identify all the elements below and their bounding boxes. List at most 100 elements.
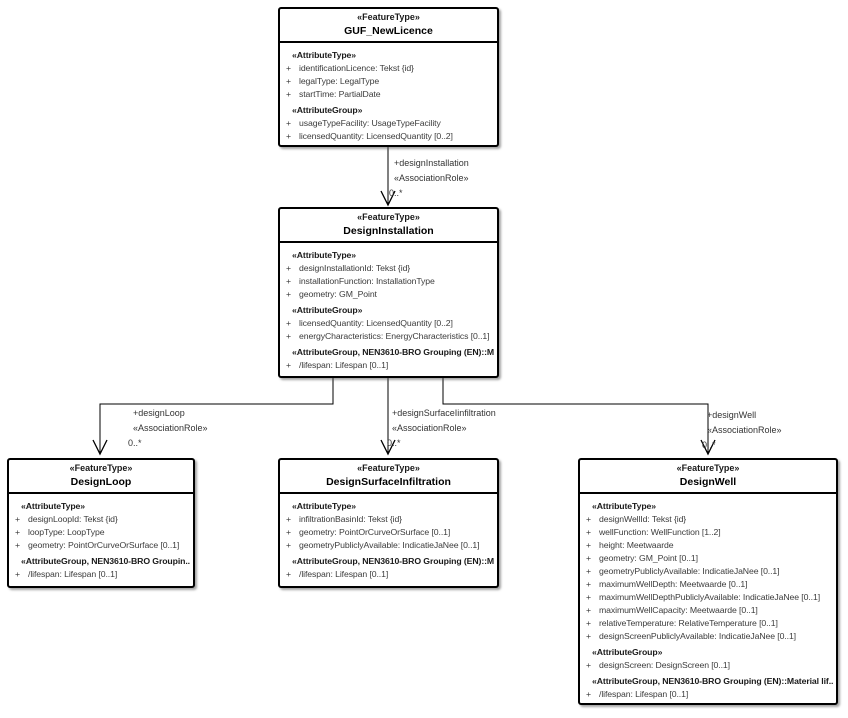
attribute-text: designScreenPubliclyAvailable: Indicatie…: [599, 631, 796, 641]
visibility-sign: +: [586, 514, 591, 524]
association-label-design-well: +designWell «AssociationRole» 0..*: [702, 408, 782, 453]
class-stereotype: «FeatureType»: [357, 12, 420, 22]
attribute-row: +geometry: PointOrCurveOrSurface [0..1]: [284, 526, 494, 539]
visibility-sign: +: [586, 689, 591, 699]
visibility-sign: +: [586, 592, 591, 602]
attribute-group-header: «AttributeType»: [292, 501, 356, 511]
visibility-sign: +: [586, 660, 591, 670]
attribute-text: identificationLicence: Tekst {id}: [299, 63, 414, 73]
role-stereotype: «AssociationRole»: [133, 423, 208, 433]
attribute-row: + maximumWellCapacity: Meetwaarde [0..1]: [584, 604, 833, 617]
attribute-text: maximumWellCapacity: Meetwaarde [0..1]: [599, 605, 758, 615]
visibility-sign: +: [586, 553, 591, 563]
class-title: «FeatureType» DesignInstallation: [280, 209, 497, 243]
attribute-row: +designWellId: Tekst {id}: [584, 513, 833, 526]
attribute-row: +loopType: LoopType: [13, 526, 190, 539]
attribute-row: +wellFunction: WellFunction [1..2]: [584, 526, 833, 539]
attribute-text: licensedQuantity: LicensedQuantity [0..2…: [299, 131, 453, 141]
attribute-group-header: «AttributeGroup»: [292, 305, 363, 315]
role-stereotype: «AssociationRole»: [394, 173, 469, 183]
class-design-installation[interactable]: «FeatureType» DesignInstallation «Attrib…: [278, 207, 499, 378]
visibility-sign: +: [15, 527, 20, 537]
class-attributes: «AttributeType» +designLoopId: Tekst {id…: [9, 494, 193, 584]
arrowhead-icon: [92, 439, 108, 456]
class-guf-newlicence[interactable]: «FeatureType» GUF_NewLicence «AttributeT…: [278, 7, 499, 147]
attribute-row: +infiltrationBasinId: Tekst {id}: [284, 513, 494, 526]
visibility-sign: +: [586, 605, 591, 615]
attribute-row: + /lifespan: Lifespan [0..1]: [584, 688, 833, 701]
attribute-row: +geometryPubliclyAvailable: IndicatieJaN…: [284, 539, 494, 552]
connector-design-loop: [99, 378, 334, 453]
attribute-row: +installationFunction: InstallationType: [284, 275, 494, 288]
attribute-row: +geometry: GM_Point [0..1]: [584, 552, 833, 565]
attribute-text: /lifespan: Lifespan [0..1]: [299, 360, 389, 370]
attribute-group-header: «AttributeGroup, NEN3610-BRO Grouping (E…: [592, 676, 833, 686]
class-design-well[interactable]: «FeatureType» DesignWell «AttributeType»…: [578, 458, 838, 705]
attribute-group-header: «AttributeType»: [592, 501, 656, 511]
attribute-text: maximumWellDepth: Meetwaarde [0..1]: [599, 579, 748, 589]
role-name: +designLoop: [133, 408, 185, 418]
arrowhead-icon: [380, 439, 396, 456]
visibility-sign: +: [286, 276, 291, 286]
class-attributes: «AttributeType» +designWellId: Tekst {id…: [580, 494, 836, 703]
attribute-row: +licensedQuantity: LicensedQuantity [0..…: [284, 130, 494, 143]
role-multiplicity: 0..*: [702, 440, 716, 450]
attribute-group-header: «AttributeGroup»: [292, 105, 363, 115]
visibility-sign: +: [286, 118, 291, 128]
visibility-sign: +: [15, 569, 20, 579]
attribute-group-header: «AttributeType»: [292, 250, 356, 260]
class-title: «FeatureType» DesignLoop: [9, 460, 193, 494]
class-name: GUF_NewLicence: [344, 25, 433, 37]
association-label-design-installation: +designInstallation «AssociationRole» 0.…: [389, 156, 469, 201]
attribute-row: +usageTypeFacility: UsageTypeFacility: [284, 117, 494, 130]
connector-design-well: [442, 378, 709, 453]
attribute-text: /lifespan: Lifespan [0..1]: [599, 689, 689, 699]
class-title: «FeatureType» GUF_NewLicence: [280, 9, 497, 43]
class-name: DesignLoop: [70, 476, 132, 488]
attribute-text: startTime: PartialDate: [299, 89, 381, 99]
visibility-sign: +: [586, 579, 591, 589]
visibility-sign: +: [286, 263, 291, 273]
attribute-text: licensedQuantity: LicensedQuantity [0..2…: [299, 318, 453, 328]
attribute-group-header: «AttributeType»: [21, 501, 85, 511]
attribute-text: geometry: GM_Point: [299, 289, 377, 299]
attribute-row: + maximumWellDepth: Meetwaarde [0..1]: [584, 578, 833, 591]
visibility-sign: +: [286, 76, 291, 86]
attribute-text: height: Meetwaarde: [599, 540, 674, 550]
visibility-sign: +: [286, 360, 291, 370]
class-name: DesignInstallation: [343, 225, 434, 237]
role-multiplicity: 0..*: [389, 188, 403, 198]
class-attributes: «AttributeType» +infiltrationBasinId: Te…: [280, 494, 497, 584]
attribute-group-header: «AttributeGroup, NEN3610-BRO Grouping (E…: [292, 347, 494, 357]
attribute-row: +legalType: LegalType: [284, 75, 494, 88]
attribute-row: + geometry: GM_Point: [284, 288, 494, 301]
attribute-row: +relativeTemperature: RelativeTemperatur…: [584, 617, 833, 630]
attribute-group-header: «AttributeGroup»: [592, 647, 663, 657]
attribute-text: geometryPubliclyAvailable: IndicatieJaNe…: [599, 566, 780, 576]
role-stereotype: «AssociationRole»: [707, 425, 782, 435]
visibility-sign: +: [286, 89, 291, 99]
class-stereotype: «FeatureType»: [357, 463, 420, 473]
visibility-sign: +: [286, 289, 291, 299]
class-stereotype: «FeatureType»: [676, 463, 740, 473]
attribute-row: + designInstallationId: Tekst {id}: [284, 262, 494, 275]
visibility-sign: +: [286, 331, 291, 341]
attribute-group-header: «AttributeGroup, NEN3610-BRO Grouping (E…: [292, 556, 494, 566]
visibility-sign: +: [286, 318, 291, 328]
attribute-row: + height: Meetwaarde: [584, 539, 833, 552]
visibility-sign: +: [286, 527, 291, 537]
role-multiplicity: 0..*: [387, 438, 401, 448]
attribute-group-header: «AttributeType»: [292, 50, 356, 60]
class-name: DesignWell: [679, 476, 737, 488]
attribute-text: maximumWellDepthPubliclyAvailable: Indic…: [599, 592, 821, 602]
visibility-sign: +: [286, 63, 291, 73]
class-design-surface-infiltration[interactable]: «FeatureType» DesignSurfaceInfiltration …: [278, 458, 499, 588]
attribute-row: +designScreen: DesignScreen [0..1]: [584, 659, 833, 672]
class-design-loop[interactable]: «FeatureType» DesignLoop «AttributeType»…: [7, 458, 195, 588]
visibility-sign: +: [586, 540, 591, 550]
class-stereotype: «FeatureType»: [69, 463, 133, 473]
attribute-text: designInstallationId: Tekst {id}: [299, 263, 411, 273]
attribute-row: +geometry: PointOrCurveOrSurface [0..1]: [13, 539, 190, 552]
